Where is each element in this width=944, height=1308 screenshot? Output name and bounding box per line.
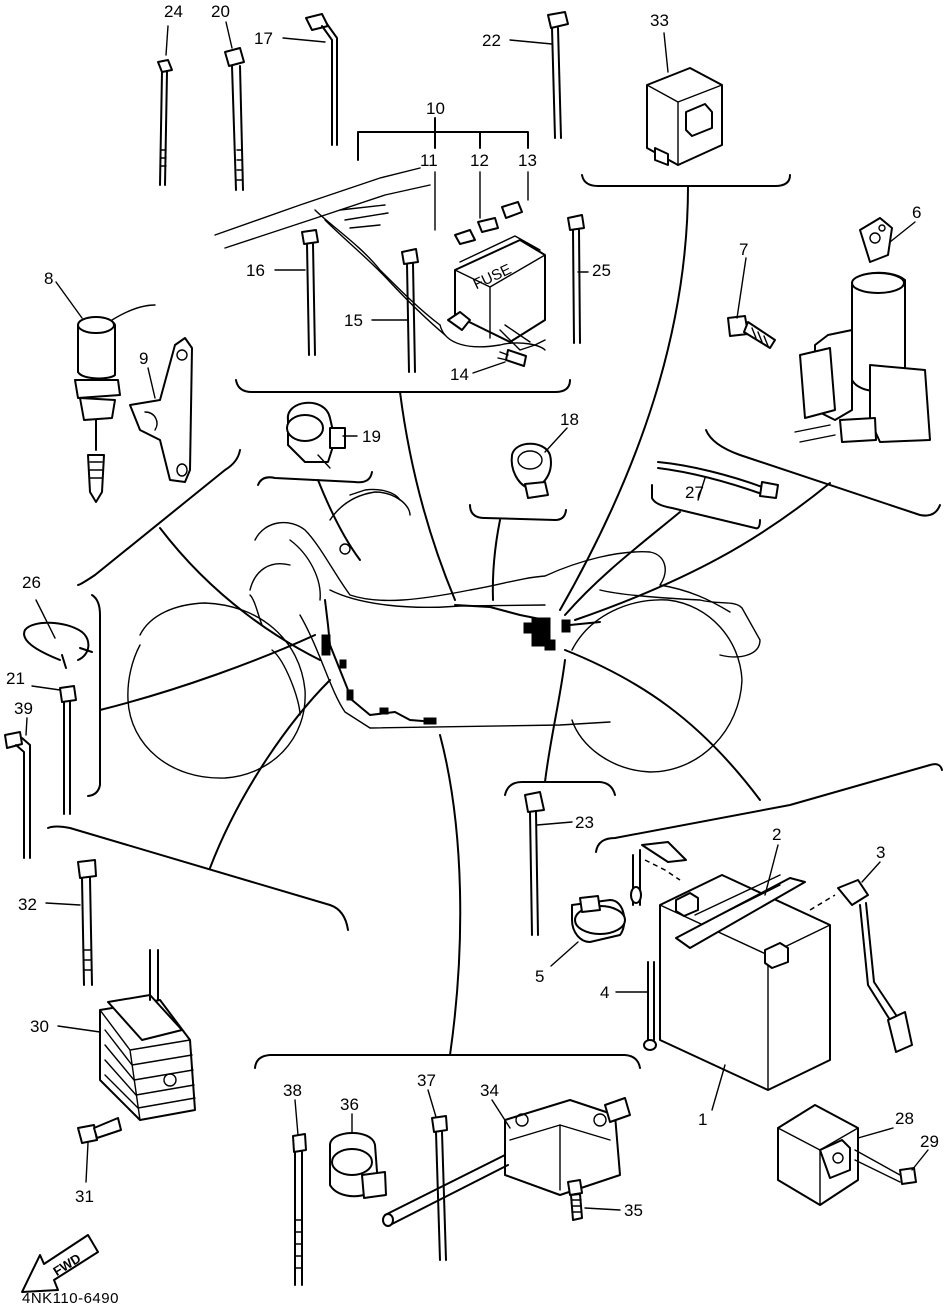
- callout-34: 34: [480, 1081, 499, 1100]
- unit-34: [382, 1097, 631, 1227]
- battery-cable-3: [837, 879, 913, 1053]
- main-switch-6: [794, 217, 931, 443]
- band-26: [23, 621, 93, 669]
- fwd-arrow-icon: FWD: [21, 1234, 99, 1293]
- callout-4: 4: [600, 983, 609, 1002]
- callout-28: 28: [895, 1109, 914, 1128]
- callout-32: 32: [18, 895, 37, 914]
- callout-7: 7: [739, 240, 748, 259]
- callout-2: 2: [772, 825, 781, 844]
- callout-leaders: [25, 21, 929, 1211]
- battery-band-2: [675, 874, 806, 949]
- bolt-31: [77, 1117, 122, 1144]
- motorcycle-outline: [127, 488, 761, 779]
- drawing-code: 4NK110-6490: [22, 1290, 119, 1307]
- callout-31: 31: [75, 1187, 94, 1206]
- callout-11: 11: [420, 151, 438, 170]
- callout-3: 3: [876, 843, 885, 862]
- callout-10: 10: [426, 99, 445, 118]
- wire-harness-top: [214, 167, 546, 351]
- callout-30: 30: [30, 1017, 49, 1036]
- group-leaders: [99, 185, 831, 1056]
- callout-22: 22: [482, 31, 501, 50]
- sensor-27: [657, 461, 779, 499]
- callout-15: 15: [344, 311, 363, 330]
- callout-6: 6: [912, 203, 921, 222]
- callout-38: 38: [283, 1081, 302, 1100]
- callout-19: 19: [362, 427, 381, 446]
- callout-27: 27: [685, 483, 704, 502]
- clamp-36: [329, 1132, 387, 1199]
- callout-29: 29: [920, 1132, 939, 1151]
- callout-26: 26: [22, 573, 41, 592]
- group-outlines: [47, 174, 943, 1069]
- relay-33: [646, 67, 723, 166]
- cable-ties: [4, 11, 585, 1286]
- callout-12: 12: [470, 151, 489, 170]
- sidestand-switch-8: [74, 304, 156, 503]
- fuse-group-bracket: [357, 117, 529, 231]
- bolt-35: [567, 1179, 583, 1221]
- callout-16: 16: [246, 261, 265, 280]
- callout-24: 24: [164, 2, 183, 21]
- callout-13: 13: [518, 151, 537, 170]
- bracket-9: [129, 337, 193, 483]
- callout-9: 9: [139, 349, 148, 368]
- fuses: [454, 201, 523, 245]
- clamp-19: [286, 401, 346, 469]
- rectifier-30: [99, 949, 196, 1121]
- callout-14: 14: [450, 365, 469, 384]
- callout-17: 17: [254, 29, 273, 48]
- callout-37: 37: [417, 1071, 436, 1090]
- screw-14: [497, 349, 527, 367]
- callout-20: 20: [211, 2, 230, 21]
- battery-cable-4: [630, 841, 687, 1051]
- bolt-7: [727, 315, 776, 349]
- callout-18: 18: [560, 410, 579, 429]
- callout-23: 23: [575, 813, 594, 832]
- callout-labels: 1 2 3 4 5 6 7 8 9 10 11 12 13 14 15 16 1…: [6, 2, 939, 1220]
- starter-relay-28: [777, 1104, 859, 1206]
- callout-1: 1: [698, 1110, 707, 1129]
- callout-36: 36: [340, 1095, 359, 1114]
- callout-8: 8: [44, 269, 53, 288]
- callout-21: 21: [6, 669, 25, 688]
- bolt-29: [854, 1149, 917, 1185]
- callout-25: 25: [592, 261, 611, 280]
- clamp-18: [510, 442, 552, 499]
- fuse-box: FUSE: [447, 235, 546, 351]
- clamp-5: [571, 895, 626, 943]
- callout-5: 5: [535, 967, 544, 986]
- callout-33: 33: [650, 11, 669, 30]
- callout-39: 39: [14, 699, 33, 718]
- callout-35: 35: [624, 1201, 643, 1220]
